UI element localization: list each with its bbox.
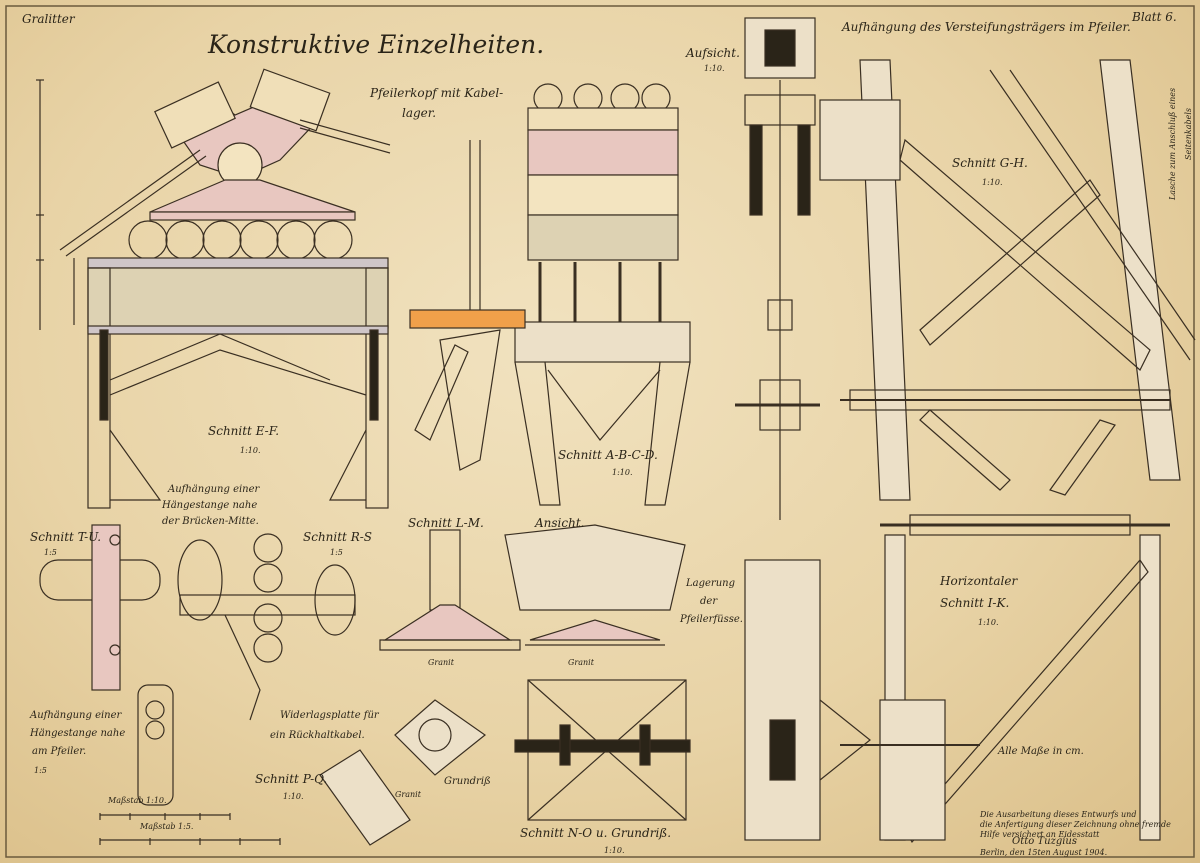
label-grundriss: Grundriß — [444, 776, 491, 787]
section-no — [514, 679, 691, 821]
label-pfeilerkopf-2: lager. — [402, 106, 437, 120]
label-schnitt-ik-scale: 1:10. — [978, 618, 999, 627]
label-horizontaler: Horizontaler — [940, 574, 1018, 588]
section-rs-detail — [177, 533, 356, 721]
label-massstab-1: Maßstab 1:10. — [108, 796, 167, 805]
label-aufh-pfeiler-2: Hängestange nahe — [30, 728, 126, 739]
label-schnitt-abcd-scale: 1:10. — [612, 468, 633, 477]
label-aufh-mitte-1: Aufhängung einer — [168, 484, 260, 495]
label-aufh-mitte-3: der Brücken-Mitte. — [162, 516, 259, 527]
hanger-detail-left — [39, 524, 174, 806]
label-schnitt-pq-scale: 1:10. — [283, 792, 304, 801]
label-schnitt-abcd: Schnitt A-B-C-D. — [558, 448, 658, 462]
label-schnitt-ef: Schnitt E-F. — [208, 424, 280, 438]
label-lasche-2: Seitenkabels — [1184, 107, 1193, 160]
signature: Otto Tuzgius — [1012, 836, 1077, 847]
label-schnitt-ik: Schnitt I-K. — [940, 596, 1010, 610]
date-line: Berlin, den 15ten August 1904. — [980, 848, 1108, 857]
label-lagerung-3: Pfeilerfüsse. — [680, 614, 743, 625]
label-aufh-pfeiler-scale: 1:5 — [34, 766, 47, 775]
declaration-line-2: die Anfertigung dieser Zeichnung ohne fr… — [980, 820, 1171, 829]
label-schnitt-lm: Schnitt L-M. — [408, 516, 484, 530]
author-name: Gralitter — [22, 12, 75, 26]
label-alle-masse: Alle Maße in cm. — [998, 746, 1084, 757]
label-pfeilerkopf: Pfeilerkopf mit Kabel- — [370, 86, 504, 100]
label-granit-1: Granit — [428, 658, 454, 667]
label-lagerung-1: Lagerung — [686, 578, 735, 589]
truss-section-gh — [819, 59, 1196, 501]
section-lm-and-view — [379, 524, 686, 651]
label-aufsicht-scale: 1:10. — [704, 64, 725, 73]
label-lagerung-2: der — [700, 596, 718, 607]
pier-head-section-abcd — [409, 83, 691, 506]
label-schnitt-rs: Schnitt R-S — [303, 530, 373, 544]
label-aufhaengung-top: Aufhängung des Versteifungsträgers im Pf… — [842, 20, 1131, 34]
label-schnitt-gh-scale: 1:10. — [982, 178, 1003, 187]
label-schnitt-rs-scale: 1:5 — [330, 548, 343, 557]
label-aufh-mitte-2: Hängestange nahe — [162, 500, 258, 511]
trestle-section-ef — [87, 257, 389, 509]
label-aufsicht: Aufsicht. — [686, 46, 740, 60]
declaration-line-3: Hilfe versichert an Eidesstatt — [980, 830, 1100, 839]
horizontal-section-ik — [840, 514, 1170, 844]
label-massstab-2: Maßstab 1:5. — [140, 822, 194, 831]
declaration-line-1: Die Ausarbeitung dieses Entwurfs und — [980, 810, 1137, 819]
label-aufh-pfeiler-1: Aufhängung einer — [30, 710, 122, 721]
label-lasche-1: Lasche zum Anschluß eines — [1168, 87, 1177, 200]
label-granit-3: Granit — [395, 790, 421, 799]
label-widerlager-1: Widerlagsplatte für — [280, 710, 379, 721]
page-title: Konstruktive Einzelheiten. — [208, 30, 545, 59]
sheet-number: Blatt 6. — [1132, 10, 1177, 24]
label-schnitt-ef-scale: 1:10. — [240, 446, 261, 455]
label-schnitt-no: Schnitt N-O u. Grundriß. — [520, 826, 672, 840]
anchor-plate — [319, 699, 487, 846]
top-view-detail — [735, 17, 820, 520]
label-widerlager-2: ein Rückhaltkabel. — [270, 730, 365, 741]
label-schnitt-pq: Schnitt P-Q. — [255, 772, 328, 786]
label-granit-2: Granit — [568, 658, 594, 667]
label-aufh-pfeiler-3: am Pfeiler. — [32, 746, 87, 757]
label-schnitt-gh: Schnitt G-H. — [952, 156, 1028, 170]
label-schnitt-tu-scale: 1:5 — [44, 548, 57, 557]
mid-right-members — [744, 559, 871, 841]
label-schnitt-tu: Schnitt T-U. — [30, 530, 102, 544]
label-schnitt-no-scale: 1:10. — [604, 846, 625, 855]
scale-bars — [99, 813, 281, 845]
label-ansicht: Ansicht. — [535, 516, 585, 530]
